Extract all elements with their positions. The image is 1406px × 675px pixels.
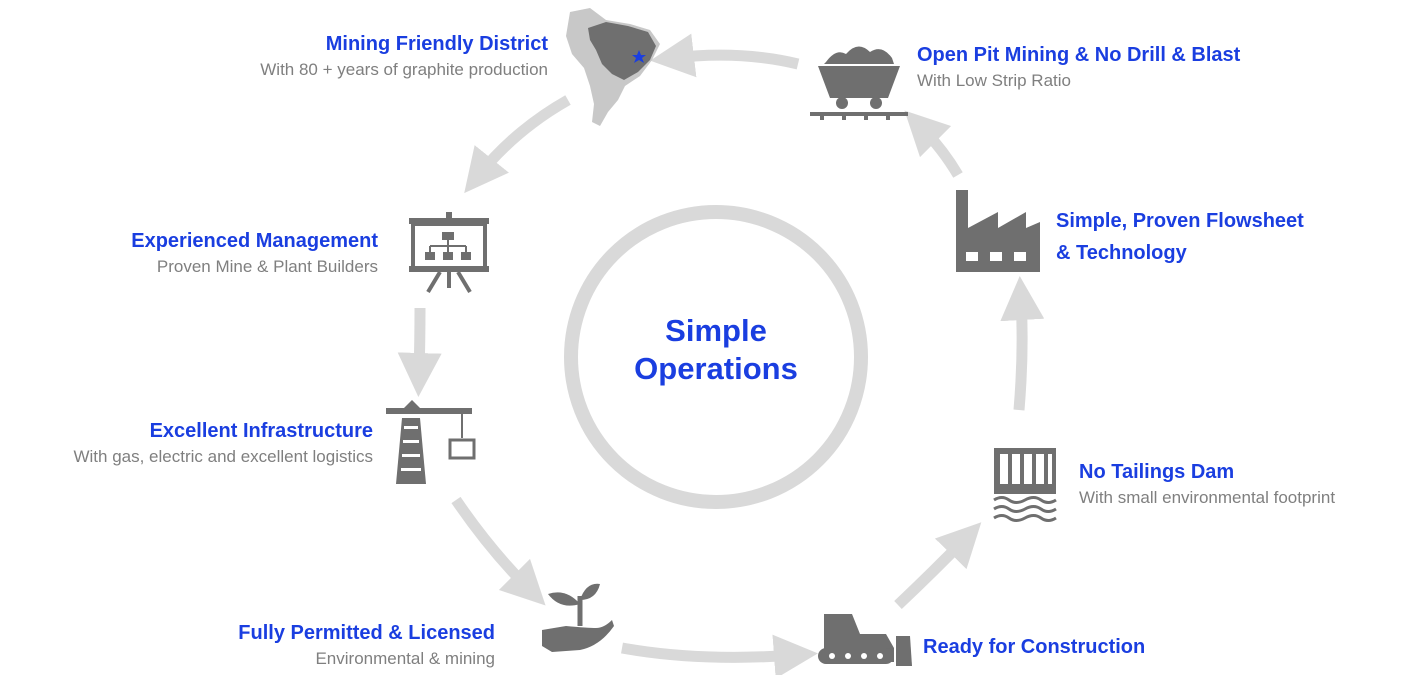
arrow-permitted-to-construction: [621, 634, 818, 675]
south-america-map-icon: [566, 8, 660, 126]
node-mining-district: Mining Friendly District With 80 + years…: [148, 31, 548, 83]
node-flowsheet: Simple, Proven Flowsheet & Technology: [1056, 205, 1304, 269]
arrow-district-to-management: [464, 95, 571, 194]
arrow-tailings-to-flowsheet: [1000, 276, 1045, 411]
node-infrastructure: Excellent Infrastructure With gas, elect…: [0, 418, 373, 470]
bulldozer-icon: [818, 614, 912, 666]
crane-icon: [386, 400, 476, 484]
node-subtitle: Proven Mine & Plant Builders: [156, 257, 378, 276]
center-title-line1: Simple: [665, 313, 767, 348]
presentation-board-icon: [409, 212, 489, 294]
node-open-pit: Open Pit Mining & No Drill & Blast With …: [917, 42, 1240, 94]
node-title: Mining Friendly District: [325, 33, 548, 55]
node-title-line1: Simple, Proven Flowsheet: [1056, 210, 1304, 232]
node-subtitle: Environmental & mining: [315, 649, 495, 668]
arrow-flowsheet-to-openpit: [904, 110, 963, 178]
arrow-openpit-to-district: [650, 33, 800, 78]
node-title: Ready for Construction: [923, 636, 1146, 658]
location-star-icon: [632, 50, 646, 63]
arrow-infrastructure-to-permitted: [451, 496, 546, 606]
node-title: Excellent Infrastructure: [149, 420, 373, 442]
center-ring: [564, 205, 868, 509]
node-title: Experienced Management: [131, 230, 378, 252]
arrow-construction-to-tailings: [894, 522, 982, 609]
node-title: Open Pit Mining & No Drill & Blast: [917, 44, 1241, 66]
hand-plant-icon: [542, 583, 614, 652]
node-tailings: No Tailings Dam With small environmental…: [1079, 459, 1335, 511]
mine-cart-icon: [810, 46, 908, 120]
node-title: No Tailings Dam: [1079, 461, 1235, 483]
node-management: Experienced Management Proven Mine & Pla…: [28, 228, 378, 280]
node-title-line2: & Technology: [1056, 242, 1187, 264]
node-subtitle: With Low Strip Ratio: [917, 71, 1071, 90]
dam-icon: [993, 448, 1057, 522]
node-title: Fully Permitted & Licensed: [238, 622, 495, 644]
node-subtitle: With small environmental footprint: [1079, 488, 1336, 507]
node-subtitle: With gas, electric and excellent logisti…: [73, 447, 373, 466]
factory-icon: [956, 190, 1040, 272]
arrow-management-to-infrastructure: [397, 307, 442, 397]
center-title-line2: Operations: [634, 351, 798, 386]
node-construction: Ready for Construction: [923, 634, 1145, 660]
node-subtitle: With 80 + years of graphite production: [260, 60, 548, 79]
node-permitted: Fully Permitted & Licensed Environmental…: [95, 620, 495, 672]
center-title: Simple Operations: [566, 312, 866, 388]
